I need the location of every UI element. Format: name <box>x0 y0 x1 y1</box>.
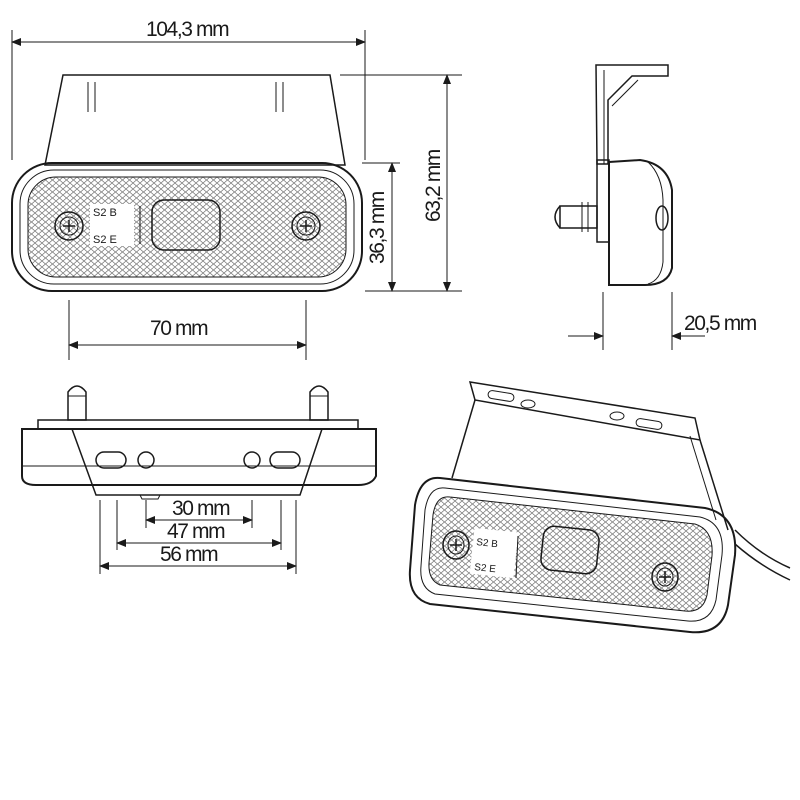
iso-lens-window <box>540 525 600 575</box>
side-body <box>608 158 673 286</box>
bottom-slot-left <box>95 451 127 469</box>
dim-bracket-47: 47 mm <box>167 520 225 543</box>
lens-marking-2: S2 E <box>93 234 117 246</box>
front-view: S2 B S2 E 104,3 mm 63,2 mm 36,3 mm 70 mm <box>11 18 462 360</box>
iso-lens-marking-2: S2 E <box>474 562 497 575</box>
lens-marking-1: S2 B <box>93 207 117 219</box>
bottom-plate <box>37 419 359 430</box>
front-screw-right <box>291 211 321 241</box>
iso-body <box>408 476 737 634</box>
front-lens-window <box>151 199 221 251</box>
dim-lens-height: 36,3 mm <box>366 191 389 264</box>
dim-bracket-56: 56 mm <box>160 543 218 566</box>
dim-screw-spacing: 70 mm <box>150 317 208 340</box>
bottom-view: 30 mm 47 mm 56 mm <box>21 385 377 574</box>
bottom-hole-right <box>243 451 261 469</box>
bottom-bracket <box>70 428 324 496</box>
dim-overall-width: 104,3 mm <box>146 18 229 41</box>
side-bracket <box>595 64 669 165</box>
front-bracket <box>44 74 346 166</box>
iso-screw-right <box>651 562 679 592</box>
dim-depth: 20,5 mm <box>684 312 757 335</box>
side-view: 20,5 mm <box>554 64 758 350</box>
iso-lens-marking-1: S2 B <box>476 537 499 550</box>
bottom-body <box>21 428 377 486</box>
dim-bracket-30: 30 mm <box>172 497 230 520</box>
bottom-stud-left <box>67 385 87 421</box>
iso-bracket-plate <box>468 381 701 441</box>
iso-lens-mesh <box>428 496 713 612</box>
bottom-slot-right <box>269 451 301 469</box>
isometric-view: S2 B S2 E <box>408 381 791 634</box>
iso-screw-left <box>442 530 470 560</box>
front-screw-left <box>54 211 84 241</box>
bottom-stud-right <box>309 385 329 421</box>
front-body-outer <box>11 162 363 292</box>
side-stud <box>559 205 598 229</box>
dim-overall-height: 63,2 mm <box>422 149 445 222</box>
front-lens-mesh <box>27 176 347 278</box>
bottom-hole-left <box>137 451 155 469</box>
